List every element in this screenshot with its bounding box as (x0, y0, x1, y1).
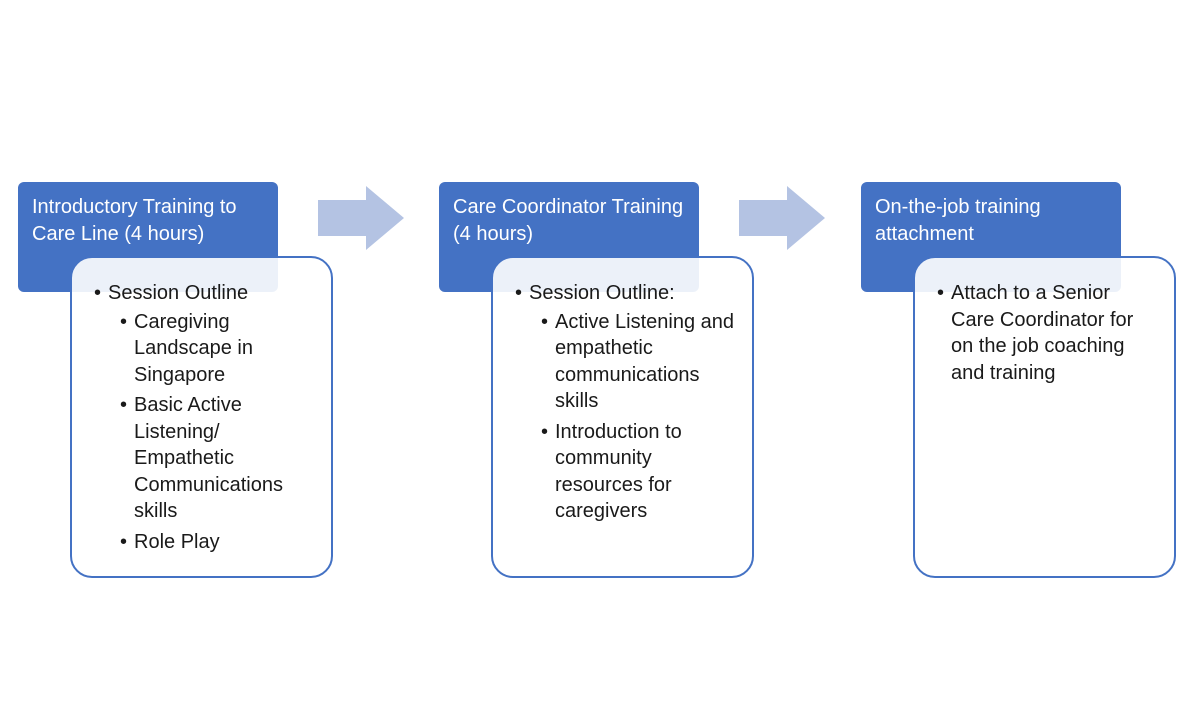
arrow-2-shape (739, 186, 825, 250)
stage-2-subitem-1: Active Listening and empathetic communic… (529, 309, 734, 415)
stage-2-title: Care Coordinator Training (4 hours) (453, 196, 684, 245)
stage-1-subitem-3: Role Play (108, 529, 313, 556)
stage-1-item: Session Outline Caregiving Landscape in … (94, 280, 313, 555)
stage-1-item-text: Session Outline (108, 282, 249, 304)
stage-3-card: Attach to a Senior Care Coordinator for … (913, 256, 1176, 578)
arrow-right-icon (318, 186, 404, 250)
stage-1-card: Session Outline Caregiving Landscape in … (70, 256, 333, 578)
stage-1-subitem-2: Basic Active Listening/ Empathetic Commu… (108, 392, 313, 525)
stage-1-title: Introductory Training to Care Line (4 ho… (32, 196, 237, 245)
stage-3-item: Attach to a Senior Care Coordinator for … (937, 280, 1156, 386)
stage-2-item: Session Outline: Active Listening and em… (515, 280, 734, 525)
stage-2-card: Session Outline: Active Listening and em… (491, 256, 754, 578)
stage-2-subitem-2: Introduction to community resources for … (529, 419, 734, 525)
stage-2-item-text: Session Outline: (529, 282, 675, 304)
arrow-right-icon (739, 186, 825, 250)
stage-1-subitem-1: Caregiving Landscape in Singapore (108, 309, 313, 389)
stage-3-title: On-the-job training attachment (875, 196, 1041, 245)
arrow-1-shape (318, 186, 404, 250)
stage-3-item-text: Attach to a Senior Care Coordinator for … (951, 282, 1134, 384)
